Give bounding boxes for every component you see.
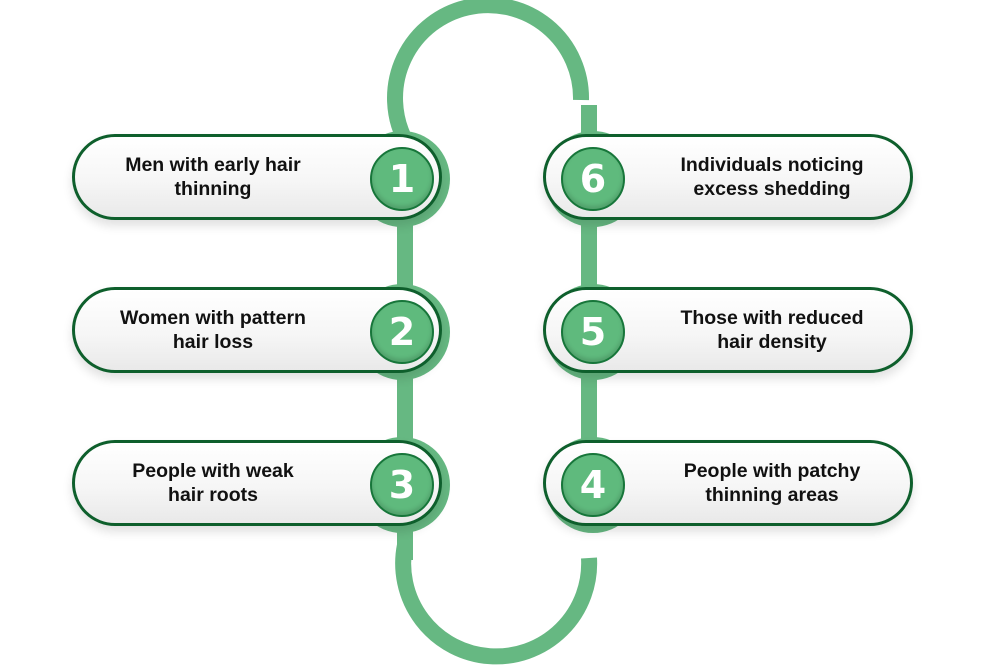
step-1-label: Men with early hair thinning <box>125 154 301 200</box>
step-3-number: 3 <box>370 453 434 517</box>
step-1-number: 1 <box>370 147 434 211</box>
bottom-loop-arc <box>395 543 598 665</box>
step-3-label: People with weak hair roots <box>132 460 294 506</box>
step-3-card: People with weak hair roots <box>72 440 442 526</box>
step-4-label: People with patchy thinning areas <box>683 460 861 506</box>
step-5-label: Those with reduced hair density <box>680 307 864 353</box>
step-6-number: 6 <box>561 147 625 211</box>
step-2-label: Women with pattern hair loss <box>120 307 306 353</box>
step-2-card: Women with pattern hair loss <box>72 287 442 373</box>
step-6-label: Individuals noticing excess shedding <box>680 154 864 200</box>
step-2-number: 2 <box>370 300 434 364</box>
step-5-number: 5 <box>561 300 625 364</box>
top-loop-arc <box>387 0 590 144</box>
step-4-number: 4 <box>561 453 625 517</box>
